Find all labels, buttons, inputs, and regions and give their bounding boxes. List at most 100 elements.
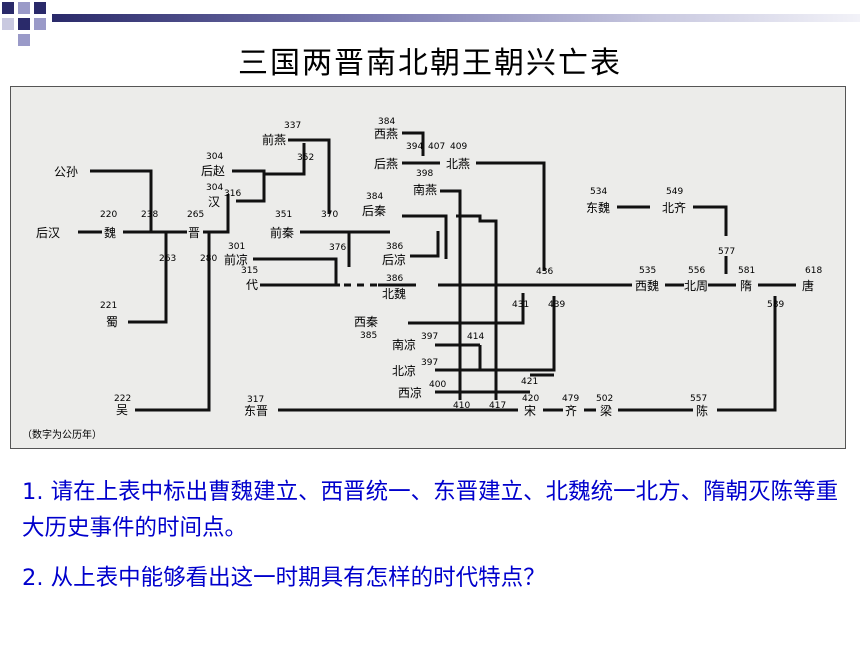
corner-decoration-square (18, 18, 30, 30)
line-beiliang-439 (480, 296, 556, 372)
dynasty-label-qianqin: 前秦 (270, 225, 294, 240)
chart-note: （数字为公历年） (22, 428, 102, 441)
dynasty-label-beizhou: 北周 (684, 279, 708, 293)
year-label: 304 (206, 152, 223, 162)
year-label: 317 (247, 395, 264, 405)
year-label: 589 (767, 300, 784, 310)
year-label: 436 (536, 267, 553, 277)
dynasty-label-liang: 梁 (600, 403, 612, 418)
line-nanyan (440, 189, 462, 400)
corner-decoration-square (2, 2, 14, 14)
year-labels: 337 304 352 304 316 220 238 265 351 370 … (100, 117, 822, 411)
dynasty-label-dai: 代 (246, 278, 258, 292)
corner-decoration-square (18, 34, 30, 46)
dynasty-label-wu: 吴 (116, 403, 128, 417)
timeline-lines (78, 131, 796, 412)
year-label: 376 (329, 243, 346, 253)
year-label: 384 (366, 192, 383, 202)
dynasty-label-song: 宋 (524, 403, 536, 418)
dynasty-label-chen: 陈 (696, 403, 708, 418)
line-qianliang (253, 257, 338, 285)
year-label: 410 (453, 401, 470, 411)
dynasty-label-jin: 晋 (188, 226, 200, 240)
line-xiyan (402, 131, 425, 156)
year-label: 386 (386, 242, 403, 252)
year-label: 385 (360, 331, 377, 341)
dynasty-label-qianliang: 前凉 (224, 252, 248, 267)
dynasty-label-qianyan: 前燕 (262, 132, 286, 147)
header-gradient-bar (52, 14, 860, 22)
dynasty-label-houzhao: 后赵 (201, 164, 225, 178)
year-label: 351 (275, 210, 292, 220)
dynasty-label-nanliang: 南凉 (392, 337, 416, 352)
dynasty-label-han: 汉 (208, 195, 220, 209)
year-label: 421 (521, 377, 538, 387)
dynasty-label-nanyan: 南燕 (413, 182, 437, 197)
year-label: 304 (206, 183, 223, 193)
dynasty-label-tang: 唐 (802, 278, 814, 293)
year-label: 370 (321, 210, 338, 220)
year-label: 337 (284, 121, 301, 131)
year-label: 384 (378, 117, 395, 127)
year-label: 315 (241, 266, 258, 276)
year-label: 577 (718, 247, 735, 257)
year-label: 394 (406, 142, 423, 152)
year-label: 407 (428, 142, 445, 152)
year-label: 220 (100, 210, 117, 220)
line-qianyan (288, 138, 331, 214)
question-2: 2. 从上表中能够看出这一时期具有怎样的时代特点？ (22, 565, 546, 591)
dynasty-label-houhan: 后汉 (36, 226, 60, 240)
year-label: 431 (512, 300, 529, 310)
year-label: 414 (467, 332, 484, 342)
dynasty-timeline-diagram: 337 304 352 304 316 220 238 265 351 370 … (22, 117, 822, 441)
line-houqin-417 (456, 214, 498, 400)
year-label: 502 (596, 394, 613, 404)
year-label: 398 (416, 169, 433, 179)
year-label: 420 (522, 394, 539, 404)
dynasty-label-wei: 魏 (104, 225, 116, 240)
dynasty-label-xiwei: 西魏 (635, 278, 659, 293)
year-label: 397 (421, 358, 438, 368)
line-beiliang (435, 345, 482, 372)
line-dongjin (278, 296, 777, 412)
year-label: 557 (690, 394, 707, 404)
dynasty-label-houyan: 后燕 (374, 157, 398, 171)
line-dongwei (617, 205, 728, 236)
line-376-houqin (349, 214, 448, 259)
question-1: 1. 请在上表中标出曹魏建立、西晋统一、东晋建立、北魏统一北方、隋朝灭陈等重大历… (22, 479, 839, 541)
corner-decoration-square (34, 2, 46, 14)
dynasty-label-beiwei: 北魏 (382, 286, 406, 301)
page-title: 三国两晋南北朝王朝兴亡表 (238, 46, 622, 81)
dynasty-label-xiqin: 西秦 (354, 315, 378, 329)
year-label: 556 (688, 266, 705, 276)
year-label: 618 (805, 266, 822, 276)
dynasty-label-dongwei: 东魏 (586, 200, 610, 215)
year-label: 534 (590, 187, 607, 197)
dynasty-label-shu: 蜀 (106, 315, 118, 329)
year-label: 238 (141, 210, 158, 220)
line-xiqin (408, 293, 525, 325)
year-label: 535 (639, 266, 656, 276)
line-gongsun (90, 169, 153, 231)
year-label: 280 (200, 254, 217, 264)
year-label: 386 (386, 274, 403, 284)
year-label: 263 (159, 254, 176, 264)
year-label: 581 (738, 266, 755, 276)
dynasty-label-houqin: 后秦 (362, 204, 386, 218)
year-label: 409 (450, 142, 467, 152)
dynasty-label-gongsun: 公孙 (54, 165, 78, 179)
year-label: 352 (297, 153, 314, 163)
year-label: 549 (666, 187, 683, 197)
dynasty-label-dongjin: 东晋 (244, 404, 268, 418)
corner-decoration-square (18, 2, 30, 14)
year-label: 316 (224, 189, 241, 199)
dynasty-label-xiliang: 西凉 (398, 385, 422, 400)
dynasty-label-beiqi: 北齐 (662, 200, 686, 215)
year-label: 397 (421, 332, 438, 342)
dynasty-label-beiliang: 北凉 (392, 363, 416, 378)
year-label: 222 (114, 394, 131, 404)
dynasty-labels: 公孙 后汉 魏 蜀 吴 晋 后赵 汉 前燕 前秦 前凉 代 西燕 后燕 北燕 南… (22, 127, 814, 441)
year-label: 265 (187, 210, 204, 220)
line-houzhao-352 (264, 143, 306, 176)
year-label: 417 (489, 401, 506, 411)
